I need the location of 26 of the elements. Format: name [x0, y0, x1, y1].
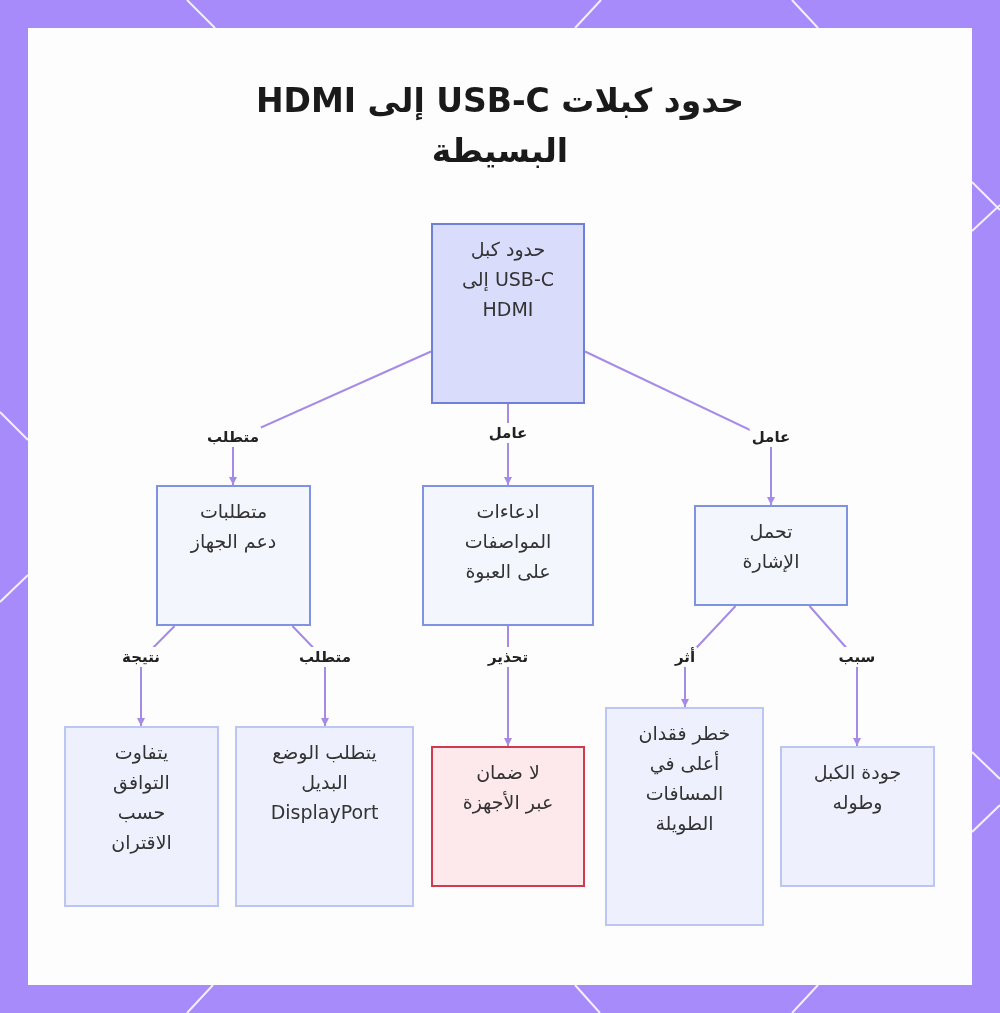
- process-box: [64, 726, 219, 907]
- node-label: متطلبات دعم الجهاز: [189, 499, 278, 555]
- process-box: [431, 223, 585, 404]
- edge-label: أثر: [672, 647, 698, 667]
- diagram-title: حدود كبلات USB-C إلى HDMI البسيطة: [255, 80, 745, 172]
- edge-label: متطلب: [205, 427, 261, 447]
- arrow: [584, 350, 775, 506]
- node-label: لا ضمان عبر الأجهزة: [461, 760, 555, 816]
- process-box: [780, 746, 935, 887]
- process-box: [156, 485, 311, 626]
- edge-label: نتيجة: [120, 647, 162, 667]
- node-label: تحمل الإشارة: [741, 519, 801, 575]
- process-box: [235, 726, 414, 907]
- node-label: ادعاءات المواصفات على العبوة: [463, 499, 553, 585]
- process-box: [605, 707, 764, 926]
- edge-label: تحذير: [485, 647, 531, 667]
- edge-label: متطلب: [297, 647, 353, 667]
- process-box: [422, 485, 594, 626]
- edge-label: سبب: [836, 647, 878, 667]
- node-label: حدود كبل USB-C إلى HDMI: [460, 237, 556, 322]
- process-box: [694, 505, 848, 606]
- node-label: جودة الكبل وطوله: [812, 760, 903, 816]
- warning-box: [431, 746, 585, 887]
- node-label: خطر فقدان أعلى في المسافات الطويلة: [637, 721, 732, 837]
- node-label: يتطلب الوضع البديل DisplayPort: [269, 740, 380, 825]
- node-label: يتفاوت التوافق حسب الاقتران: [110, 740, 173, 856]
